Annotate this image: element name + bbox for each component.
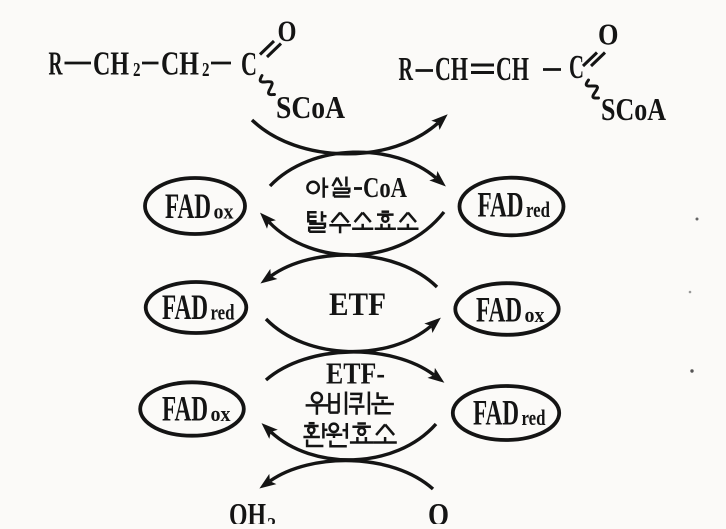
svg-text:ox: ox <box>214 199 234 224</box>
svg-text:FAD: FAD <box>162 389 208 429</box>
svg-text:CoA: CoA <box>363 173 408 204</box>
svg-text:C: C <box>241 46 257 83</box>
svg-text:SCoA: SCoA <box>601 91 666 127</box>
svg-text:Q: Q <box>428 496 449 524</box>
svg-text:CH: CH <box>93 46 129 83</box>
svg-text:FAD: FAD <box>476 290 522 330</box>
svg-text:2: 2 <box>267 514 276 524</box>
svg-text:R: R <box>49 46 63 83</box>
svg-text:CH: CH <box>496 51 529 88</box>
svg-text:R: R <box>399 51 414 88</box>
svg-text:SCoA: SCoA <box>276 89 345 125</box>
svg-text:O: O <box>598 17 619 52</box>
svg-text:O: O <box>278 15 297 48</box>
svg-text:CH: CH <box>435 51 468 88</box>
svg-text:FAD: FAD <box>478 185 524 225</box>
svg-text:ETF: ETF <box>329 287 386 323</box>
svg-text:QH: QH <box>229 496 266 524</box>
svg-text:ox: ox <box>525 302 545 327</box>
svg-text:ox: ox <box>211 401 231 426</box>
svg-text:2: 2 <box>202 59 210 81</box>
svg-text:2: 2 <box>133 59 141 81</box>
svg-text:FAD: FAD <box>162 287 208 327</box>
svg-text:CH: CH <box>161 46 199 83</box>
svg-text:FAD: FAD <box>165 186 211 226</box>
svg-text:C: C <box>569 49 584 86</box>
svg-text:red: red <box>522 405 546 430</box>
svg-text:ETF-: ETF- <box>326 356 385 391</box>
svg-text:red: red <box>211 300 235 325</box>
svg-text:red: red <box>526 197 550 222</box>
svg-text:FAD: FAD <box>473 393 519 433</box>
